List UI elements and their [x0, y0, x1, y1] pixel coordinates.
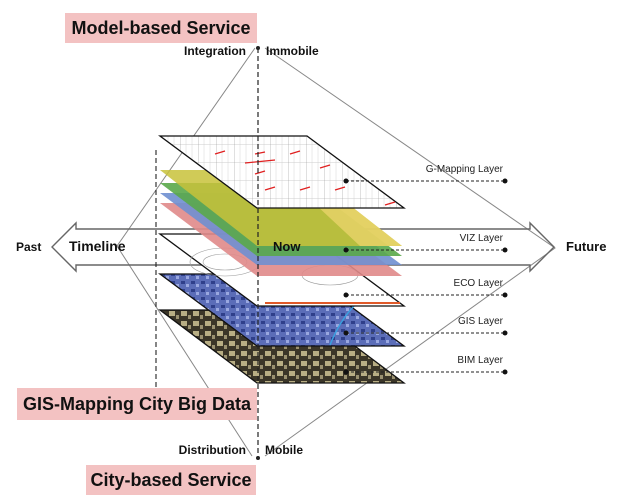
city-based-service-title: City-based Service	[86, 465, 256, 495]
past-label: Past	[16, 240, 42, 254]
immobile-label: Immobile	[266, 44, 319, 58]
viz-layer-label: VIZ Layer	[459, 233, 503, 244]
timeline-arrow	[51, 221, 555, 273]
eco-layer-label: ECO Layer	[453, 278, 503, 289]
gis-layer-label: GIS Layer	[457, 316, 503, 327]
distribution-label: Distribution	[178, 443, 246, 457]
leader-dots	[343, 178, 508, 375]
now-label: Now	[273, 239, 301, 254]
bim-layer-label: BIM Layer	[457, 355, 503, 366]
integration-label: Integration	[184, 44, 246, 58]
model-based-service-title: Model-based Service	[65, 13, 257, 43]
layer-leaders	[346, 180, 505, 373]
future-label: Future	[566, 239, 607, 254]
mobile-label: Mobile	[265, 443, 303, 457]
timeline-label: Timeline	[69, 238, 126, 254]
diamond-outline	[116, 47, 556, 457]
gis-mapping-big-data-title: GIS-Mapping City Big Data	[17, 388, 257, 420]
g-mapping-layer-plane	[158, 135, 406, 209]
g-mapping-layer-label: G-Mapping Layer	[425, 164, 503, 175]
